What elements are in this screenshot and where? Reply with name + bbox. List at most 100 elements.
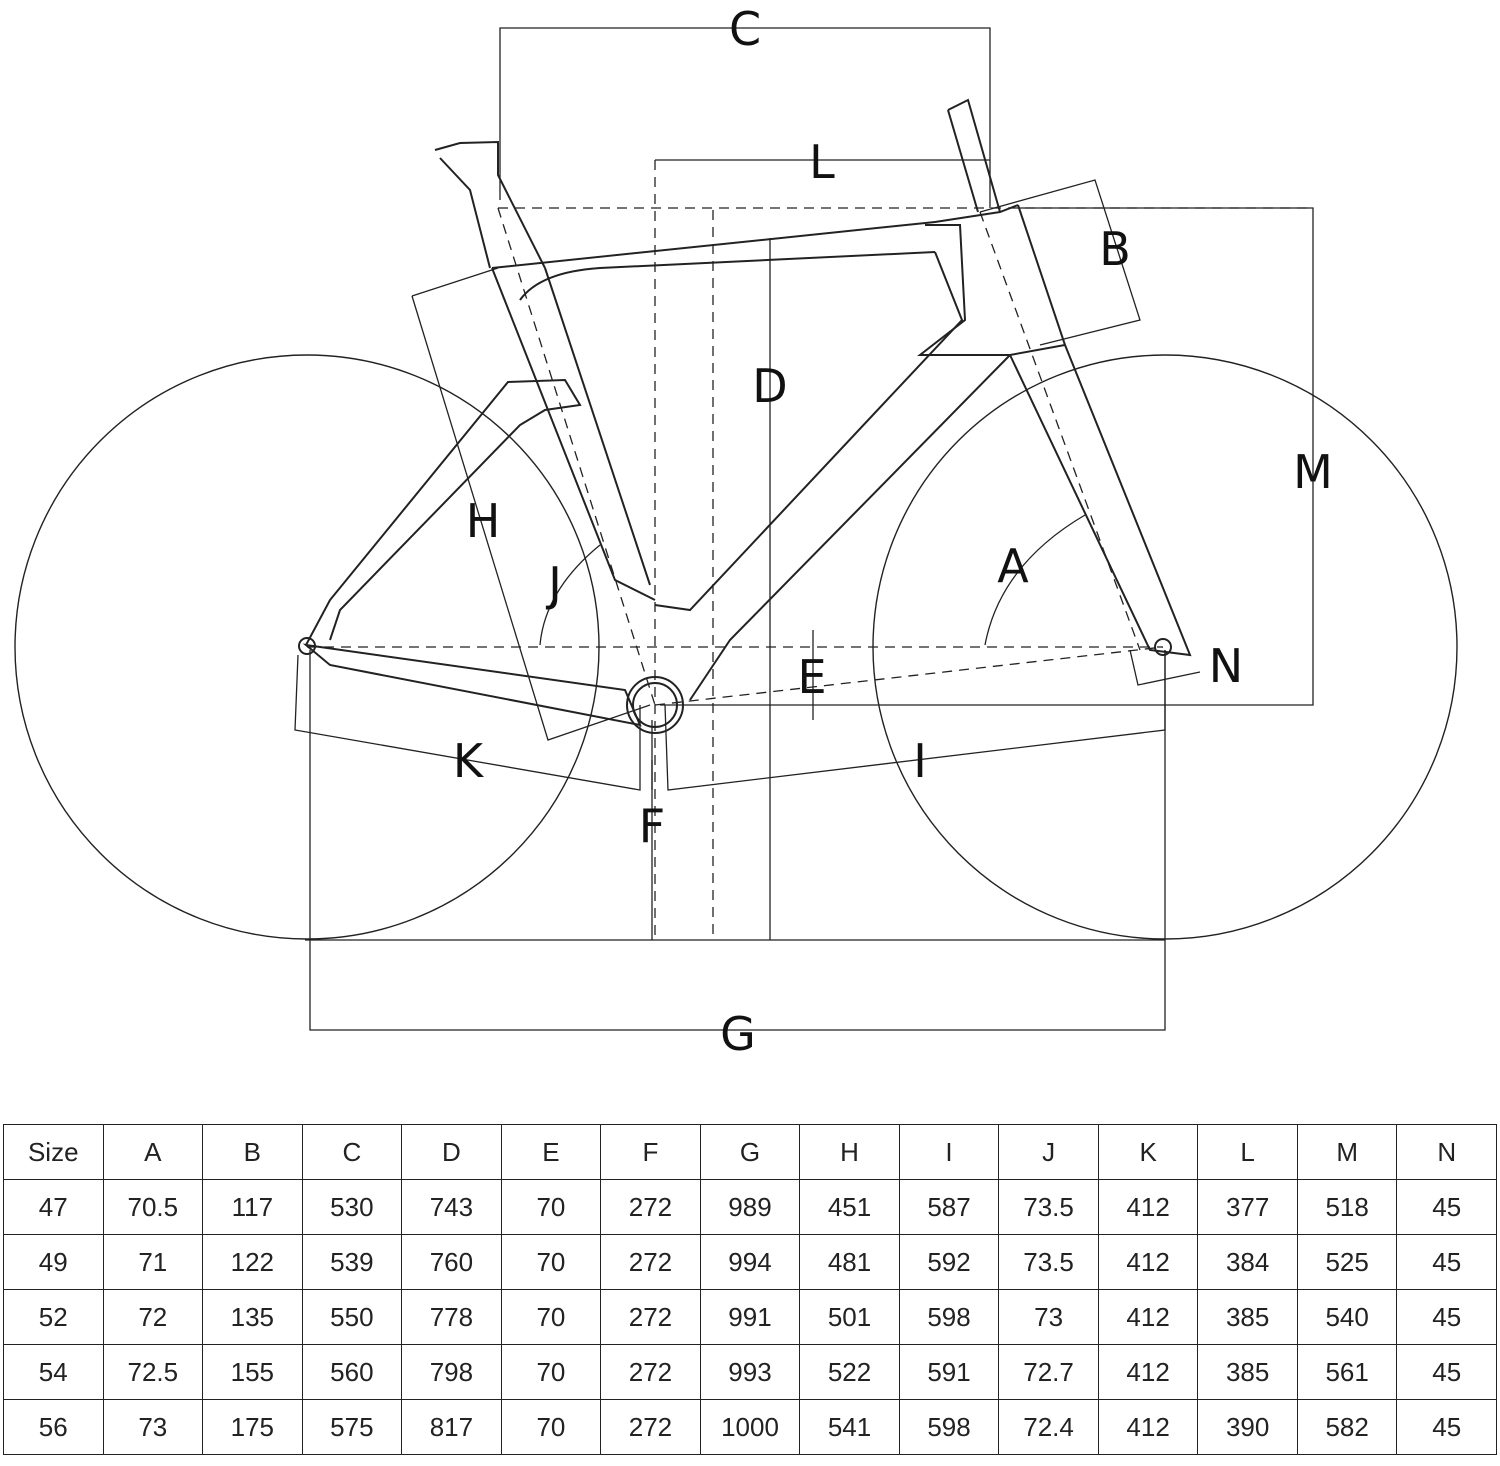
table-cell: 70 — [500, 1399, 602, 1455]
table-cell: 45 — [1396, 1344, 1497, 1400]
table-cell: 778 — [401, 1289, 502, 1345]
table-cell: 539 — [301, 1234, 403, 1290]
table-cell: 598 — [898, 1289, 1000, 1345]
table-cell: 72.5 — [102, 1344, 204, 1400]
table-cell: 385 — [1197, 1344, 1298, 1400]
table-cell: 540 — [1296, 1289, 1398, 1345]
table-header-cell: Size — [3, 1124, 104, 1180]
table-cell: 45 — [1396, 1234, 1497, 1290]
table-cell: 530 — [301, 1179, 403, 1235]
table-cell: 575 — [301, 1399, 403, 1455]
table-cell: 117 — [202, 1179, 303, 1235]
table-cell: 587 — [898, 1179, 1000, 1235]
table-header-cell: E — [500, 1124, 602, 1180]
label-L: L — [809, 135, 835, 189]
label-F: F — [639, 799, 665, 853]
table-cell: 56 — [3, 1399, 104, 1455]
table-cell: 994 — [699, 1234, 801, 1290]
label-D: D — [752, 359, 787, 413]
table-cell: 272 — [600, 1179, 701, 1235]
label-I: I — [913, 734, 927, 788]
label-M: M — [1293, 445, 1333, 499]
label-B: B — [1099, 222, 1131, 276]
table-cell: 155 — [202, 1344, 303, 1400]
table-cell: 45 — [1396, 1399, 1497, 1455]
table-cell: 45 — [1396, 1289, 1497, 1345]
table-cell: 70 — [500, 1179, 602, 1235]
label-H: H — [466, 494, 501, 548]
table-cell: 73 — [998, 1289, 1099, 1345]
table-cell: 592 — [898, 1234, 1000, 1290]
table-cell: 412 — [1097, 1179, 1199, 1235]
label-A: A — [997, 539, 1029, 593]
label-E: E — [797, 650, 826, 704]
table-header-cell: G — [699, 1124, 801, 1180]
table-cell: 73 — [102, 1399, 204, 1455]
table-header-cell: M — [1296, 1124, 1398, 1180]
table-cell: 501 — [799, 1289, 900, 1345]
table-cell: 561 — [1296, 1344, 1398, 1400]
table-header-cell: F — [600, 1124, 701, 1180]
table-cell: 993 — [699, 1344, 801, 1400]
table-cell: 47 — [3, 1179, 104, 1235]
table-cell: 73.5 — [998, 1234, 1099, 1290]
table-cell: 412 — [1097, 1399, 1199, 1455]
table-cell: 272 — [600, 1399, 701, 1455]
table-header-cell: K — [1097, 1124, 1199, 1180]
table-cell: 54 — [3, 1344, 104, 1400]
table-cell: 598 — [898, 1399, 1000, 1455]
table-cell: 385 — [1197, 1289, 1298, 1345]
table-cell: 272 — [600, 1289, 701, 1345]
table-cell: 49 — [3, 1234, 104, 1290]
table-header-cell: C — [301, 1124, 403, 1180]
label-N: N — [1209, 639, 1243, 693]
table-header-cell: N — [1396, 1124, 1497, 1180]
table-cell: 384 — [1197, 1234, 1298, 1290]
table-cell: 760 — [401, 1234, 502, 1290]
table-cell: 541 — [799, 1399, 900, 1455]
table-cell: 522 — [799, 1344, 900, 1400]
table-cell: 70 — [500, 1344, 602, 1400]
table-cell: 743 — [401, 1179, 502, 1235]
table-cell: 72 — [102, 1289, 204, 1345]
table-cell: 390 — [1197, 1399, 1298, 1455]
table-cell: 525 — [1296, 1234, 1398, 1290]
label-K: K — [453, 734, 485, 788]
table-header-cell: J — [998, 1124, 1099, 1180]
table-header-cell: H — [799, 1124, 900, 1180]
table-cell: 1000 — [699, 1399, 801, 1455]
table-cell: 70 — [500, 1289, 602, 1345]
table-header-cell: D — [401, 1124, 502, 1180]
table-header-cell: L — [1197, 1124, 1298, 1180]
table-cell: 412 — [1097, 1344, 1199, 1400]
table-cell: 550 — [301, 1289, 403, 1345]
table-header-cell: I — [898, 1124, 1000, 1180]
table-header-cell: A — [102, 1124, 204, 1180]
label-G: G — [720, 1007, 756, 1061]
bike-geometry-diagram: C L B D M H A J E N K I F G — [14, 2, 1458, 1061]
table-cell: 175 — [202, 1399, 303, 1455]
table-cell: 989 — [699, 1179, 801, 1235]
table-cell: 481 — [799, 1234, 900, 1290]
table-cell: 991 — [699, 1289, 801, 1345]
table-cell: 72.7 — [998, 1344, 1099, 1400]
table-cell: 52 — [3, 1289, 104, 1345]
table-cell: 70.5 — [102, 1179, 204, 1235]
table-cell: 45 — [1396, 1179, 1497, 1235]
table-cell: 817 — [401, 1399, 502, 1455]
table-cell: 412 — [1097, 1234, 1199, 1290]
table-cell: 272 — [600, 1344, 701, 1400]
table-cell: 582 — [1296, 1399, 1398, 1455]
table-cell: 412 — [1097, 1289, 1199, 1345]
table-cell: 72.4 — [998, 1399, 1099, 1455]
table-cell: 560 — [301, 1344, 403, 1400]
label-C: C — [729, 2, 761, 56]
table-cell: 135 — [202, 1289, 303, 1345]
table-cell: 122 — [202, 1234, 303, 1290]
